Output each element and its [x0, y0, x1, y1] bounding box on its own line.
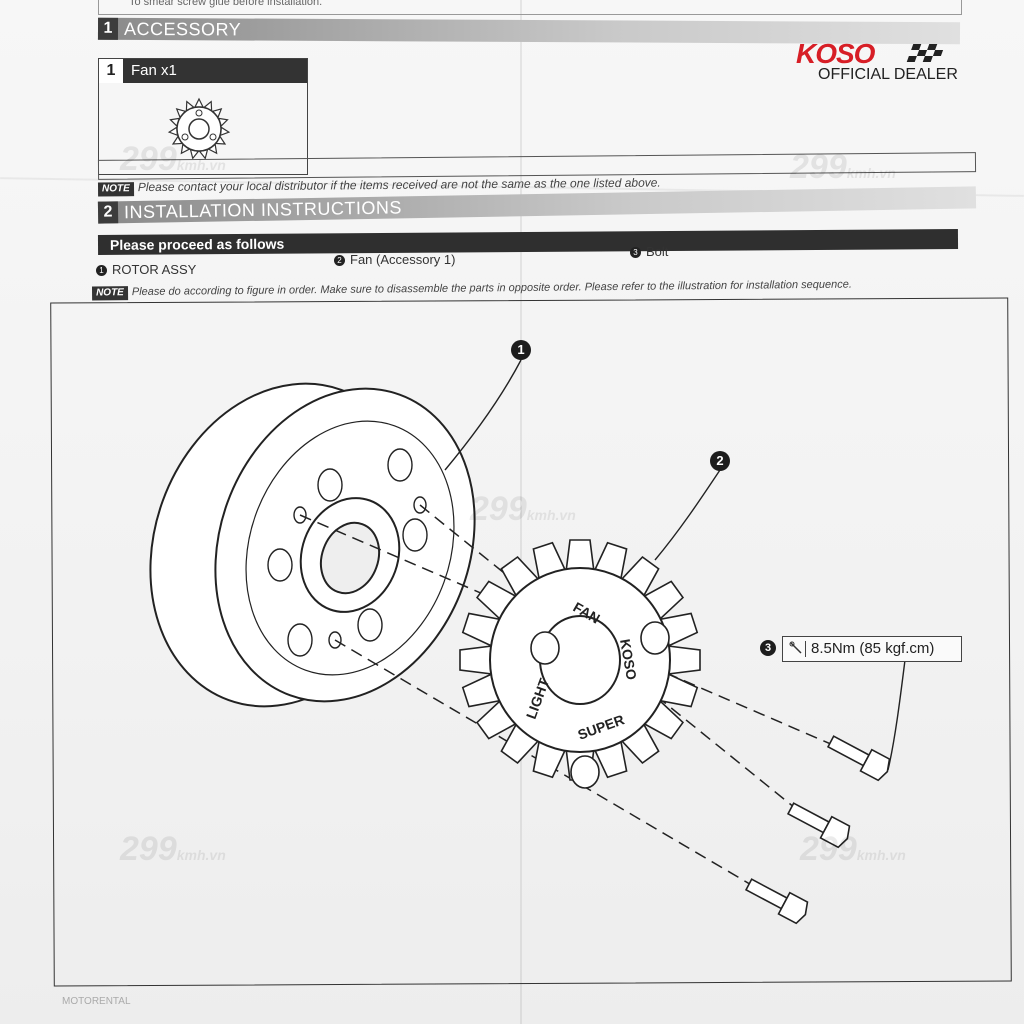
- torque-value: 8.5Nm (85 kgf.cm): [811, 640, 935, 657]
- part-number: 2: [334, 255, 345, 267]
- watermark-domain: .vn: [875, 165, 896, 181]
- accessory-header: 1 Fan x1: [99, 59, 307, 83]
- watermark: 299kmh.vn: [120, 830, 226, 869]
- corner-watermark-text: MOTORENTAL: [62, 996, 131, 1007]
- logo-brand: KOSO: [796, 38, 875, 69]
- fold-line-vertical: [520, 0, 522, 1024]
- watermark-sub: kmh: [846, 165, 876, 181]
- checkered-flag-icon: [906, 44, 944, 62]
- accessory-number: 1: [99, 59, 124, 83]
- part-label: ROTOR ASSY: [112, 262, 197, 277]
- fan-text-koso: KOSO: [617, 638, 640, 681]
- callout-3: 3: [760, 640, 776, 656]
- wrench-icon: [789, 641, 806, 657]
- torque-spec: 8.5Nm (85 kgf.cm): [782, 636, 962, 662]
- watermark: 299kmh.vn: [470, 490, 576, 529]
- watermark-sub: kmh: [176, 157, 206, 173]
- accessory-label: Fan x1: [131, 62, 177, 79]
- watermark-sub: kmh: [856, 847, 886, 863]
- watermark: 299kmh.vn: [120, 140, 226, 179]
- watermark-main: 299: [800, 830, 857, 868]
- top-cut-text: To smear screw glue before installation.: [129, 0, 323, 8]
- watermark-domain: .vn: [885, 847, 906, 863]
- watermark: 299kmh.vn: [800, 830, 906, 869]
- part-2: 2 Fan (Accessory 1): [334, 252, 455, 267]
- callout-2: 2: [710, 451, 730, 471]
- callout-1: 1: [511, 340, 531, 360]
- leader-lines: [444, 359, 906, 771]
- part-label: Bolt: [646, 244, 669, 259]
- logo-subtitle: OFFICIAL DEALER: [818, 66, 958, 83]
- part-number: 1: [96, 265, 107, 277]
- part-3: 3 Bolt: [630, 244, 668, 259]
- watermark-domain: .vn: [205, 157, 226, 173]
- top-cut-row: To smear screw glue before installation.: [98, 0, 962, 15]
- watermark-main: 299: [790, 148, 847, 186]
- watermark-main: 299: [470, 490, 527, 528]
- koso-logo: KOSO OFFICIAL DEALER: [796, 38, 966, 88]
- fan-thumbnail-icon: [167, 97, 231, 160]
- part-1: 1 ROTOR ASSY: [96, 262, 196, 277]
- watermark-main: 299: [120, 830, 177, 868]
- rotor-assy-drawing: [149, 382, 476, 708]
- watermark-sub: kmh: [176, 847, 206, 863]
- watermark-domain: .vn: [555, 507, 576, 523]
- watermark-main: 299: [120, 140, 177, 178]
- fan-drawing: FAN KOSO LIGHT SUPER: [459, 539, 701, 789]
- part-number: 3: [630, 247, 641, 259]
- watermark-sub: kmh: [526, 507, 556, 523]
- watermark-domain: .vn: [205, 847, 226, 863]
- accessory-box: 1 Fan x1: [98, 58, 308, 175]
- bolt-drawings: [744, 735, 891, 925]
- part-label: Fan (Accessory 1): [350, 252, 456, 267]
- watermark: 299kmh.vn: [790, 148, 896, 187]
